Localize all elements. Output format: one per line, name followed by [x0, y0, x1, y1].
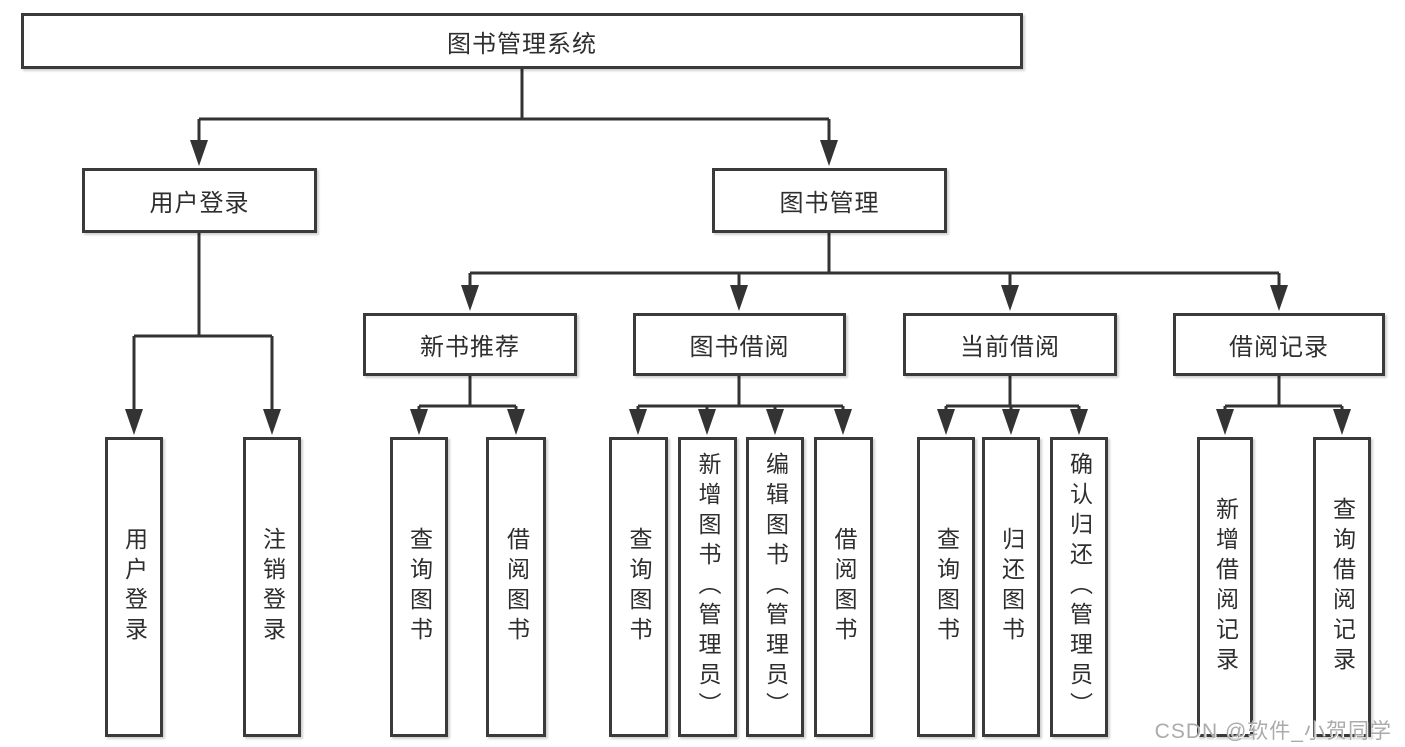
leaf-edit-books-admin: 编辑图书（管理员）: [746, 437, 804, 737]
node-library-management-system: 图书管理系统: [21, 13, 1023, 69]
leaf-query-books: 查询图书: [390, 437, 448, 737]
leaf-query-books: 查询图书: [609, 437, 668, 737]
node-current-borrowing: 当前借阅: [903, 313, 1117, 376]
leaf-return-books: 归还图书: [982, 437, 1040, 737]
leaf-query-books: 查询图书: [917, 437, 975, 737]
node-user-login: 用户登录: [82, 168, 317, 233]
leaf-borrow-books: 借阅图书: [814, 437, 873, 737]
node-new-book-recommend: 新书推荐: [363, 313, 577, 376]
leaf-add-books-admin: 新增图书（管理员）: [678, 437, 737, 737]
leaf-logout: 注销登录: [243, 437, 301, 737]
leaf-add-borrow-record: 新增借阅记录: [1197, 437, 1253, 737]
leaf-query-borrow-record: 查询借阅记录: [1313, 437, 1371, 737]
csdn-watermark: CSDN @软件_小贺同学: [1154, 720, 1392, 743]
node-book-management: 图书管理: [712, 168, 947, 233]
leaf-user-login: 用户登录: [105, 437, 163, 737]
arrowheads: [125, 140, 1351, 435]
leaf-borrow-books: 借阅图书: [486, 437, 546, 737]
node-borrow-records: 借阅记录: [1173, 313, 1385, 376]
node-book-borrowing: 图书借阅: [633, 313, 846, 376]
leaf-confirm-return-admin: 确认归还（管理员）: [1050, 437, 1108, 737]
